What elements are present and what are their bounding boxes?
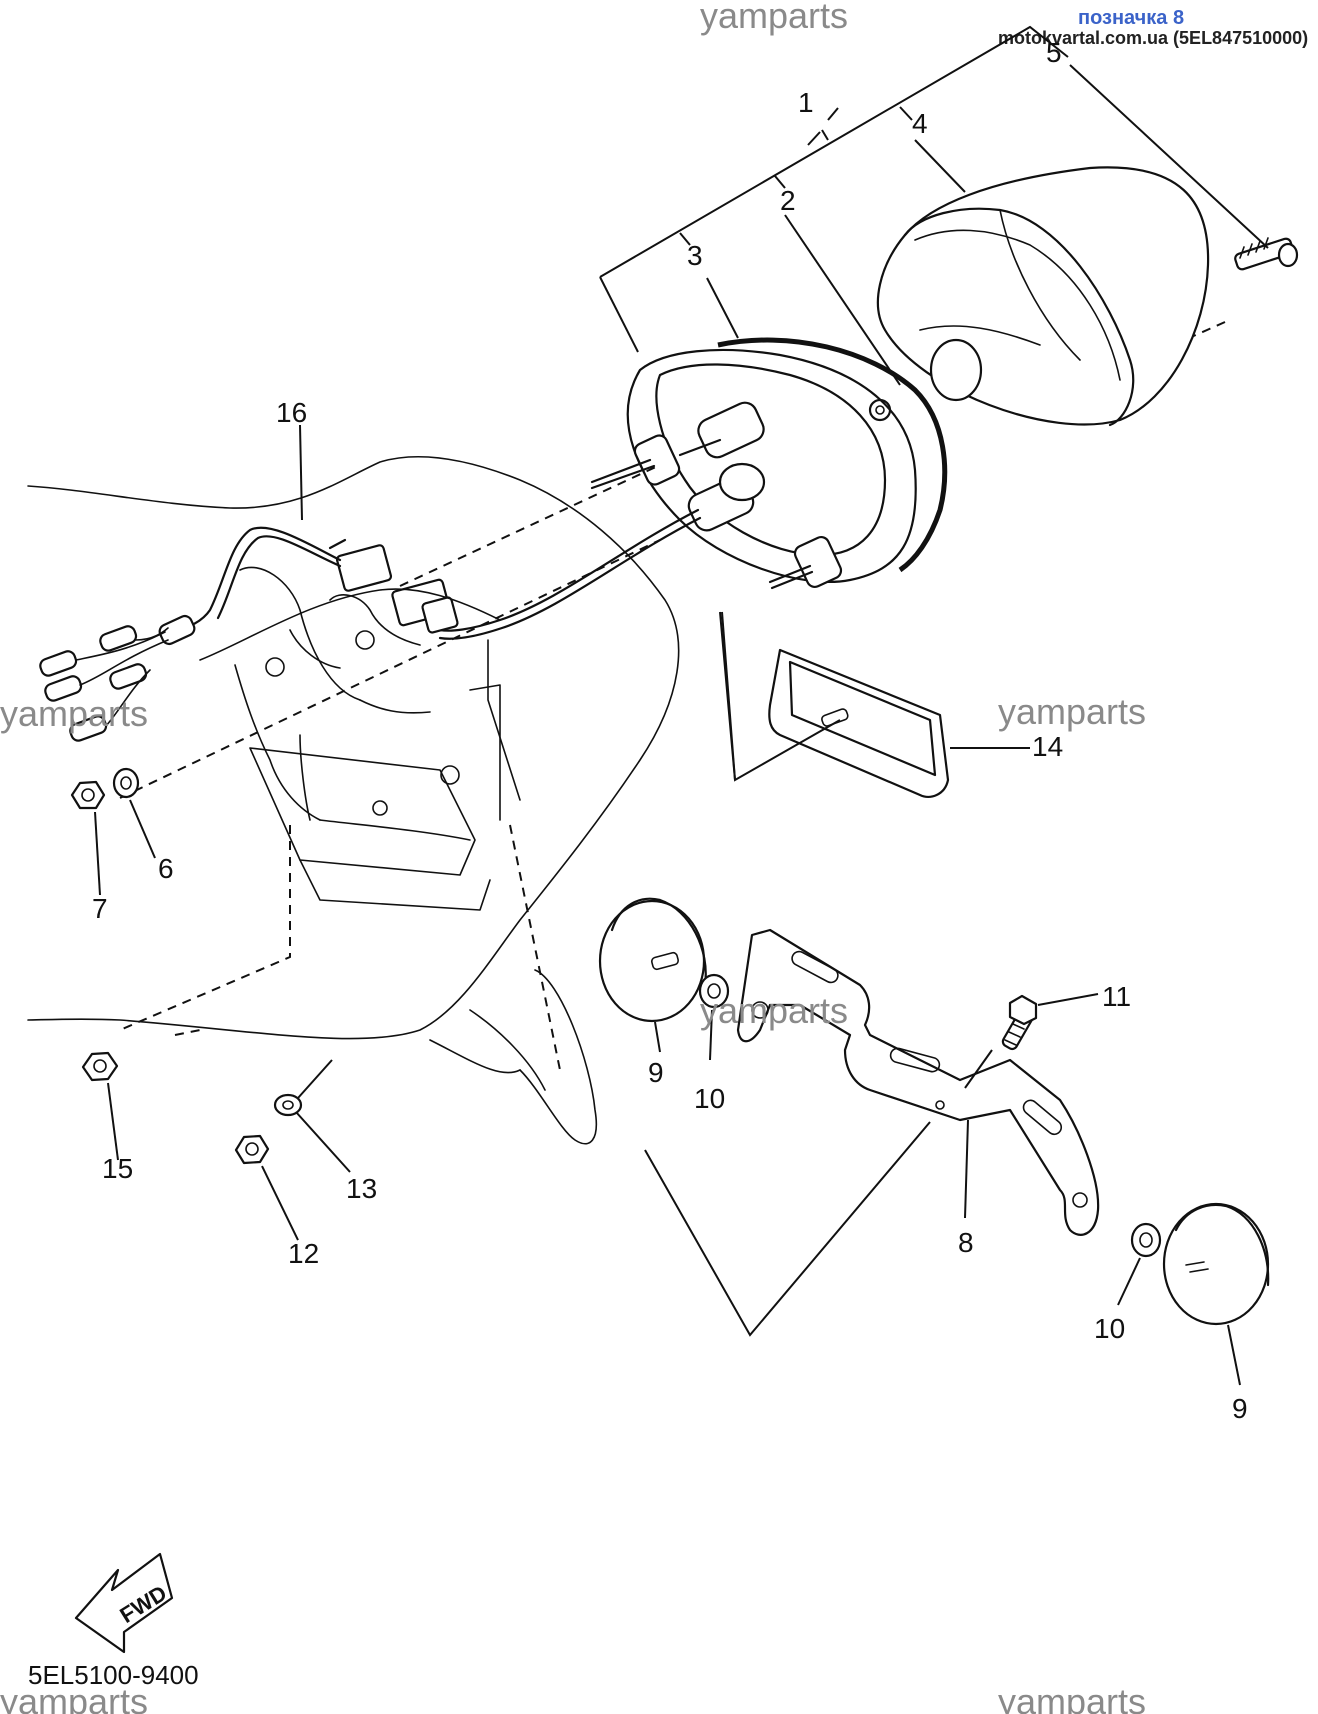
watermark-top: yamparts bbox=[700, 0, 848, 36]
callout-13: 13 bbox=[346, 1173, 377, 1204]
fwd-arrow-icon: FWD bbox=[74, 1552, 174, 1654]
leader-2 bbox=[784, 214, 901, 386]
callout-10-right: 10 bbox=[1094, 1313, 1125, 1344]
dashed-guides bbox=[119, 464, 661, 1071]
lens-4 bbox=[876, 166, 1210, 427]
callout-5: 5 bbox=[1046, 37, 1062, 68]
rear-fender-outline bbox=[27, 456, 680, 1145]
watermark-bottom-left: yamparts bbox=[0, 1681, 148, 1714]
watermark-right: yamparts bbox=[998, 691, 1146, 732]
reflector-9-right bbox=[1162, 1202, 1270, 1386]
source-label: motokvartal.com.ua (5EL847510000) bbox=[998, 28, 1308, 48]
callout-11: 11 bbox=[1102, 981, 1131, 1012]
washer-10-right bbox=[1117, 1222, 1162, 1306]
leader-1 bbox=[827, 107, 839, 121]
callout-16: 16 bbox=[276, 397, 307, 428]
callout-12: 12 bbox=[288, 1238, 319, 1269]
wire-harness-16 bbox=[39, 424, 702, 742]
washer-13 bbox=[273, 1059, 351, 1173]
nut-7 bbox=[70, 780, 106, 896]
leader-5 bbox=[1069, 64, 1269, 249]
bolt-11 bbox=[1001, 993, 1099, 1051]
leader-4 bbox=[914, 139, 966, 193]
nut-12 bbox=[234, 1134, 299, 1241]
callout-14: 14 bbox=[1032, 731, 1063, 762]
bracket-8 bbox=[644, 928, 1100, 1337]
callout-6: 6 bbox=[158, 853, 174, 884]
callout-7: 7 bbox=[92, 893, 108, 924]
callout-9-left: 9 bbox=[648, 1057, 664, 1088]
washer-10-left bbox=[698, 973, 730, 1061]
callout-8: 8 bbox=[958, 1227, 974, 1258]
nut-15 bbox=[81, 1051, 119, 1161]
group-bracket-1 bbox=[599, 25, 1069, 353]
callout-4: 4 bbox=[912, 108, 928, 139]
watermark-center: yamparts bbox=[700, 990, 848, 1031]
tail-light-housing bbox=[590, 337, 948, 590]
badge-label: позначка 8 bbox=[1078, 7, 1184, 29]
callout-2: 2 bbox=[780, 185, 796, 216]
part-code: 5EL5100-9400 bbox=[28, 1660, 199, 1690]
callout-9-right: 9 bbox=[1232, 1393, 1248, 1424]
reflector-9-left bbox=[598, 897, 707, 1053]
watermark-left: yamparts bbox=[0, 693, 148, 734]
callout-3: 3 bbox=[687, 240, 703, 271]
leader-3 bbox=[706, 277, 739, 339]
callout-10-left: 10 bbox=[694, 1083, 725, 1114]
callout-1: 1 bbox=[798, 87, 814, 118]
callout-15: 15 bbox=[102, 1153, 133, 1184]
watermark-bottom-right: yamparts bbox=[998, 1681, 1146, 1714]
license-light-14 bbox=[719, 611, 1030, 798]
washer-6 bbox=[112, 767, 156, 859]
